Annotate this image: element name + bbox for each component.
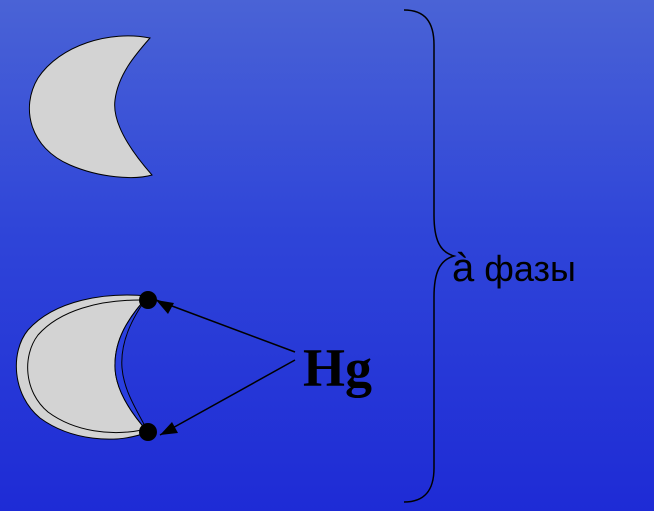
mercury-point-upper [139,291,157,309]
arrowhead-lower [160,422,178,435]
crescent-lower [15,294,150,440]
mercury-label: Hg [303,338,373,398]
arrow-line-upper [155,299,296,353]
arrow-line-lower [159,359,296,436]
crescent-upper [29,35,153,179]
arrowhead-upper [156,300,174,314]
mercury-point-lower [139,423,157,441]
phase-prefix: à [452,246,475,290]
curly-brace [403,9,457,503]
phase-label: à фазы [452,246,576,291]
phase-text: фазы [484,248,576,289]
crescent-lower-inner-outline [27,299,143,434]
